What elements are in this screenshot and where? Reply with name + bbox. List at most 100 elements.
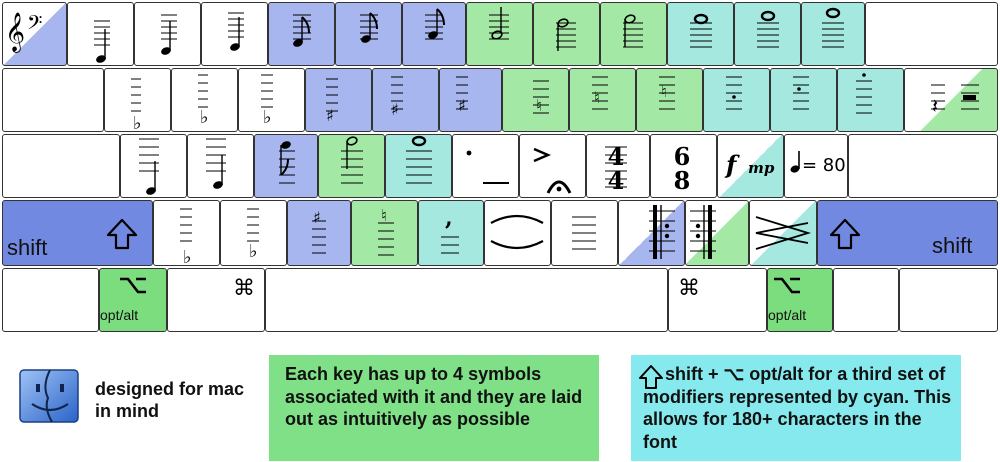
- key-quarter-note-low-3: [201, 2, 268, 66]
- key-sharp-low: ♯: [287, 200, 351, 266]
- shift-label: shift: [7, 235, 48, 260]
- key-blank-tab: [2, 68, 104, 132]
- key-flat-2: ♭: [171, 68, 238, 132]
- key-whole-note-1: [667, 2, 734, 66]
- key-dot-2: [770, 68, 837, 132]
- key-command-left: ⌘: [167, 268, 265, 332]
- shift-label: shift: [932, 233, 973, 258]
- dynamic-mezzo-piano: mp: [748, 159, 775, 177]
- keyboard-layout: 𝄞 𝄢 ♭ ♭ ♭: [2, 2, 998, 332]
- key-whole-note-3: [801, 2, 865, 66]
- key-sharp-3: ♯: [439, 68, 502, 132]
- key-half-note-2: [533, 2, 600, 66]
- treble-bass-clef-icon: 𝄞 𝄢: [5, 11, 42, 53]
- time-signature-bottom: 4: [608, 166, 625, 195]
- key-natural-2: ♮: [569, 68, 636, 132]
- svg-text:♭: ♭: [249, 241, 258, 262]
- key-dot-1: [703, 68, 770, 132]
- mac-finder-icon: [19, 369, 79, 423]
- svg-text:♯: ♯: [313, 208, 321, 227]
- svg-text:♯: ♯: [458, 96, 466, 115]
- command-key-icon: ⌘: [233, 276, 255, 301]
- key-flat-low-2: ♭: [220, 200, 287, 266]
- key-sharp-2: ♯: [372, 68, 439, 132]
- svg-text:𝄢: 𝄢: [27, 11, 42, 39]
- key-staff-lines: [551, 200, 618, 266]
- key-accent-fermata: [519, 134, 586, 198]
- svg-text:⌘: ⌘: [233, 276, 255, 301]
- svg-text:♯: ♯: [326, 106, 334, 125]
- svg-text:♭: ♭: [133, 113, 142, 130]
- key-command-right: ⌘: [668, 268, 767, 332]
- key-quarter-note-ledger-2: [187, 134, 254, 198]
- time-signature-top: 6: [674, 142, 691, 171]
- key-half-note-1: [466, 2, 533, 66]
- key-flat-3: ♭: [238, 68, 305, 132]
- tempo-label: = 80: [802, 155, 846, 176]
- time-signature-top: 4: [608, 142, 625, 171]
- svg-text:𝄞: 𝄞: [5, 12, 25, 53]
- shift-arrow-icon: [829, 218, 861, 250]
- svg-text:♯: ♯: [391, 100, 399, 119]
- key-eighth-note-1: [268, 2, 335, 66]
- key-staccato-tenuto: [452, 134, 519, 198]
- key-half-note-3: [600, 2, 667, 66]
- key-blank-caps: [2, 134, 120, 198]
- svg-text:𝄽: 𝄽: [932, 94, 938, 118]
- option-key-icon: [774, 277, 800, 294]
- mac-caption: designed for mac in mind: [95, 379, 245, 421]
- command-key-icon: ⌘: [678, 276, 700, 301]
- key-quarter-note-low-1: [67, 2, 134, 66]
- opt-label: opt/alt: [768, 307, 807, 323]
- key-natural-low: ♮: [351, 200, 418, 266]
- key-natural-3: ♮: [636, 68, 703, 132]
- svg-text:♮: ♮: [381, 206, 387, 225]
- key-option-right: opt/alt: [767, 268, 833, 332]
- key-flat-low-1: ♭: [153, 200, 220, 266]
- key-half-note-ledger: [318, 134, 385, 198]
- svg-text:⌘: ⌘: [678, 276, 700, 301]
- key-blank-fn: [2, 268, 99, 332]
- key-dot-3: [837, 68, 904, 132]
- svg-text:♮: ♮: [661, 82, 667, 101]
- opt-label: opt/alt: [100, 307, 139, 323]
- key-rests: 𝄽: [904, 68, 998, 132]
- key-clef: 𝄞 𝄢: [2, 2, 67, 66]
- key-repeat-end: [685, 200, 749, 266]
- key-whole-note-ledger: [385, 134, 452, 198]
- info-box-modifiers-text: shift + ⌥ opt/alt for a third set of mod…: [643, 364, 952, 452]
- option-key-icon: [120, 277, 146, 294]
- key-natural-1: ♮: [502, 68, 569, 132]
- key-whole-note-2: [734, 2, 801, 66]
- key-blank-return: [848, 134, 998, 198]
- shift-arrow-icon: [639, 365, 663, 389]
- key-repeat-start: [618, 200, 685, 266]
- info-box-symbols-text: Each key has up to 4 symbols associated …: [285, 364, 583, 429]
- info-box-symbols: Each key has up to 4 symbols associated …: [269, 355, 599, 461]
- svg-text:♭: ♭: [183, 247, 192, 264]
- key-eighth-note-3: [402, 2, 466, 66]
- key-eighth-note-2: [335, 2, 402, 66]
- key-eighth-note-ledger: [254, 134, 318, 198]
- key-quarter-note-ledger-1: [120, 134, 187, 198]
- key-hairpins: [749, 200, 817, 266]
- key-tie-slur: [484, 200, 551, 266]
- svg-text:♮: ♮: [536, 96, 542, 115]
- svg-text:,: ,: [445, 205, 453, 231]
- info-box-modifiers: shift + ⌥ opt/alt for a third set of mod…: [631, 355, 961, 461]
- key-shift-left: shift: [2, 200, 153, 266]
- key-quarter-note-low-2: [134, 2, 201, 66]
- shift-arrow-icon: [106, 218, 138, 250]
- svg-text:♭: ♭: [200, 107, 209, 128]
- key-breath-mark: ,: [418, 200, 484, 266]
- key-blank-right-1: [833, 268, 899, 332]
- dynamic-forte: f: [724, 150, 740, 179]
- key-sharp-1: ♯: [305, 68, 372, 132]
- time-signature-bottom: 8: [674, 166, 691, 195]
- key-space: [265, 268, 668, 332]
- key-flat-1: ♭: [104, 68, 171, 132]
- key-shift-right: shift: [817, 200, 998, 266]
